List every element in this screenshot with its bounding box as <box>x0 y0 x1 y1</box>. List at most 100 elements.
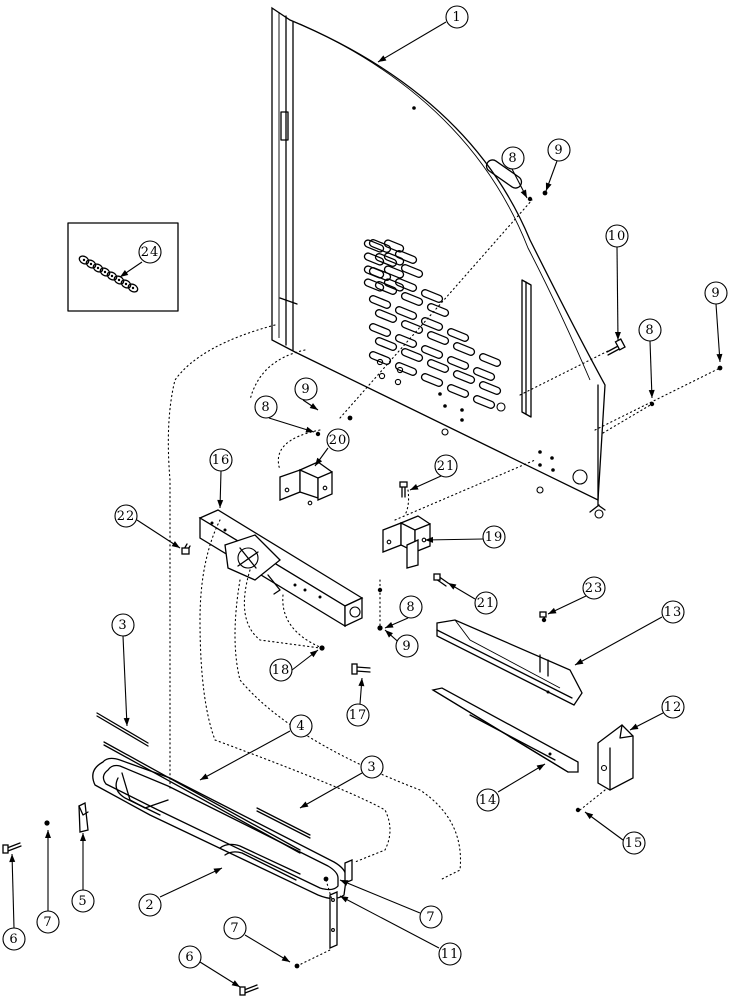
callout-c23: 23 <box>582 576 606 600</box>
leader-arrowhead <box>80 833 86 841</box>
vent-slot <box>368 239 392 253</box>
vent-slot <box>363 252 385 266</box>
callout-label: 13 <box>664 605 683 620</box>
callout-label: 16 <box>212 453 231 468</box>
leader-arrowhead <box>536 764 545 771</box>
vent-slot <box>426 331 450 345</box>
callout-label: 19 <box>485 530 504 545</box>
leader-line <box>122 635 128 727</box>
callout-label: 3 <box>367 760 376 775</box>
support-channel-16 <box>198 509 364 628</box>
vent-slots <box>363 239 502 409</box>
callout-label: 10 <box>608 229 627 244</box>
leader-arrowhead <box>520 189 527 198</box>
vent-slot <box>426 303 450 317</box>
chain-link <box>127 283 139 293</box>
vent-slot <box>394 250 418 264</box>
clip-5 <box>78 802 89 833</box>
vent-slot <box>363 265 385 279</box>
chain-link <box>92 263 104 273</box>
leader-arrowhead <box>340 896 349 903</box>
leader-line <box>11 853 15 929</box>
chain-link <box>106 271 118 281</box>
leader-arrowhead <box>309 650 318 658</box>
vent-slot <box>478 381 502 395</box>
callout-leaders <box>9 21 723 988</box>
vent-slot <box>426 359 450 373</box>
bracket-19 <box>382 515 431 569</box>
vent-slot <box>420 373 444 387</box>
chain-pin <box>117 278 121 282</box>
callout-c8c: 8 <box>254 395 278 419</box>
callout-c6b: 6 <box>178 945 202 969</box>
panel-hardware <box>2 190 723 996</box>
vent-slot <box>394 362 418 376</box>
leader-arrowhead <box>545 182 552 191</box>
callout-label: 22 <box>117 509 136 524</box>
chain-link <box>120 279 132 289</box>
callout-label: 11 <box>441 947 460 962</box>
leader-arrowhead <box>585 812 594 820</box>
callout-c13: 13 <box>661 600 685 624</box>
callout-c22: 22 <box>114 504 138 528</box>
vent-slot <box>368 351 392 365</box>
callout-label: 20 <box>329 433 348 448</box>
leader-arrowhead <box>217 499 224 508</box>
chain-pin <box>96 266 100 270</box>
callout-label: 9 <box>402 639 411 654</box>
callout-label: 9 <box>554 143 563 158</box>
bracket-12 <box>597 724 634 791</box>
callout-c20: 20 <box>326 428 350 452</box>
vent-slot <box>400 348 424 362</box>
leader-arrowhead <box>45 830 51 838</box>
callout-c7c: 7 <box>223 916 247 940</box>
leader-arrowhead <box>716 353 723 362</box>
leader-line <box>299 772 363 809</box>
callout-c21a: 21 <box>434 454 458 478</box>
callout-c4: 4 <box>289 714 313 738</box>
leader-arrowhead <box>309 403 318 410</box>
callout-label: 14 <box>479 793 498 808</box>
callout-c3b: 3 <box>360 755 384 779</box>
leader-arrowhead <box>123 717 130 726</box>
vent-slot <box>363 239 385 253</box>
chain-link <box>85 259 97 269</box>
callout-c8a: 8 <box>501 146 525 170</box>
vent-slot <box>394 306 418 320</box>
vent-slot <box>383 278 405 292</box>
leader-arrowhead <box>300 801 309 808</box>
leader-arrowhead <box>315 457 323 466</box>
cover-13 <box>436 619 583 706</box>
callout-label: 9 <box>301 382 310 397</box>
leader-arrowhead <box>648 389 655 398</box>
leader-line <box>244 934 291 963</box>
vent-slot <box>420 317 444 331</box>
leader-arrowhead <box>231 980 240 987</box>
rail-14 <box>431 687 579 773</box>
chain-pin <box>82 258 86 262</box>
callout-c9d: 9 <box>395 634 419 658</box>
callout-c19: 19 <box>482 525 506 549</box>
callout-c7a: 7 <box>36 910 60 934</box>
vent-slot <box>446 328 470 342</box>
chain-inset <box>67 222 179 312</box>
callout-label: 7 <box>230 921 239 936</box>
leader-line <box>574 616 663 666</box>
callout-c7b: 7 <box>419 905 443 929</box>
leader-arrowhead <box>425 536 434 543</box>
chain-link <box>99 267 111 277</box>
leader-arrowhead <box>120 270 129 277</box>
callout-label: 9 <box>711 286 720 301</box>
leader-arrowhead <box>171 541 180 548</box>
callout-label: 15 <box>625 836 644 851</box>
vent-slot <box>368 323 392 337</box>
side-panel <box>271 6 606 519</box>
callout-label: 6 <box>185 950 194 965</box>
leader-line <box>136 519 181 549</box>
chain-link <box>78 255 90 265</box>
leader-arrowhead <box>630 723 639 730</box>
callout-c18: 18 <box>269 658 293 682</box>
